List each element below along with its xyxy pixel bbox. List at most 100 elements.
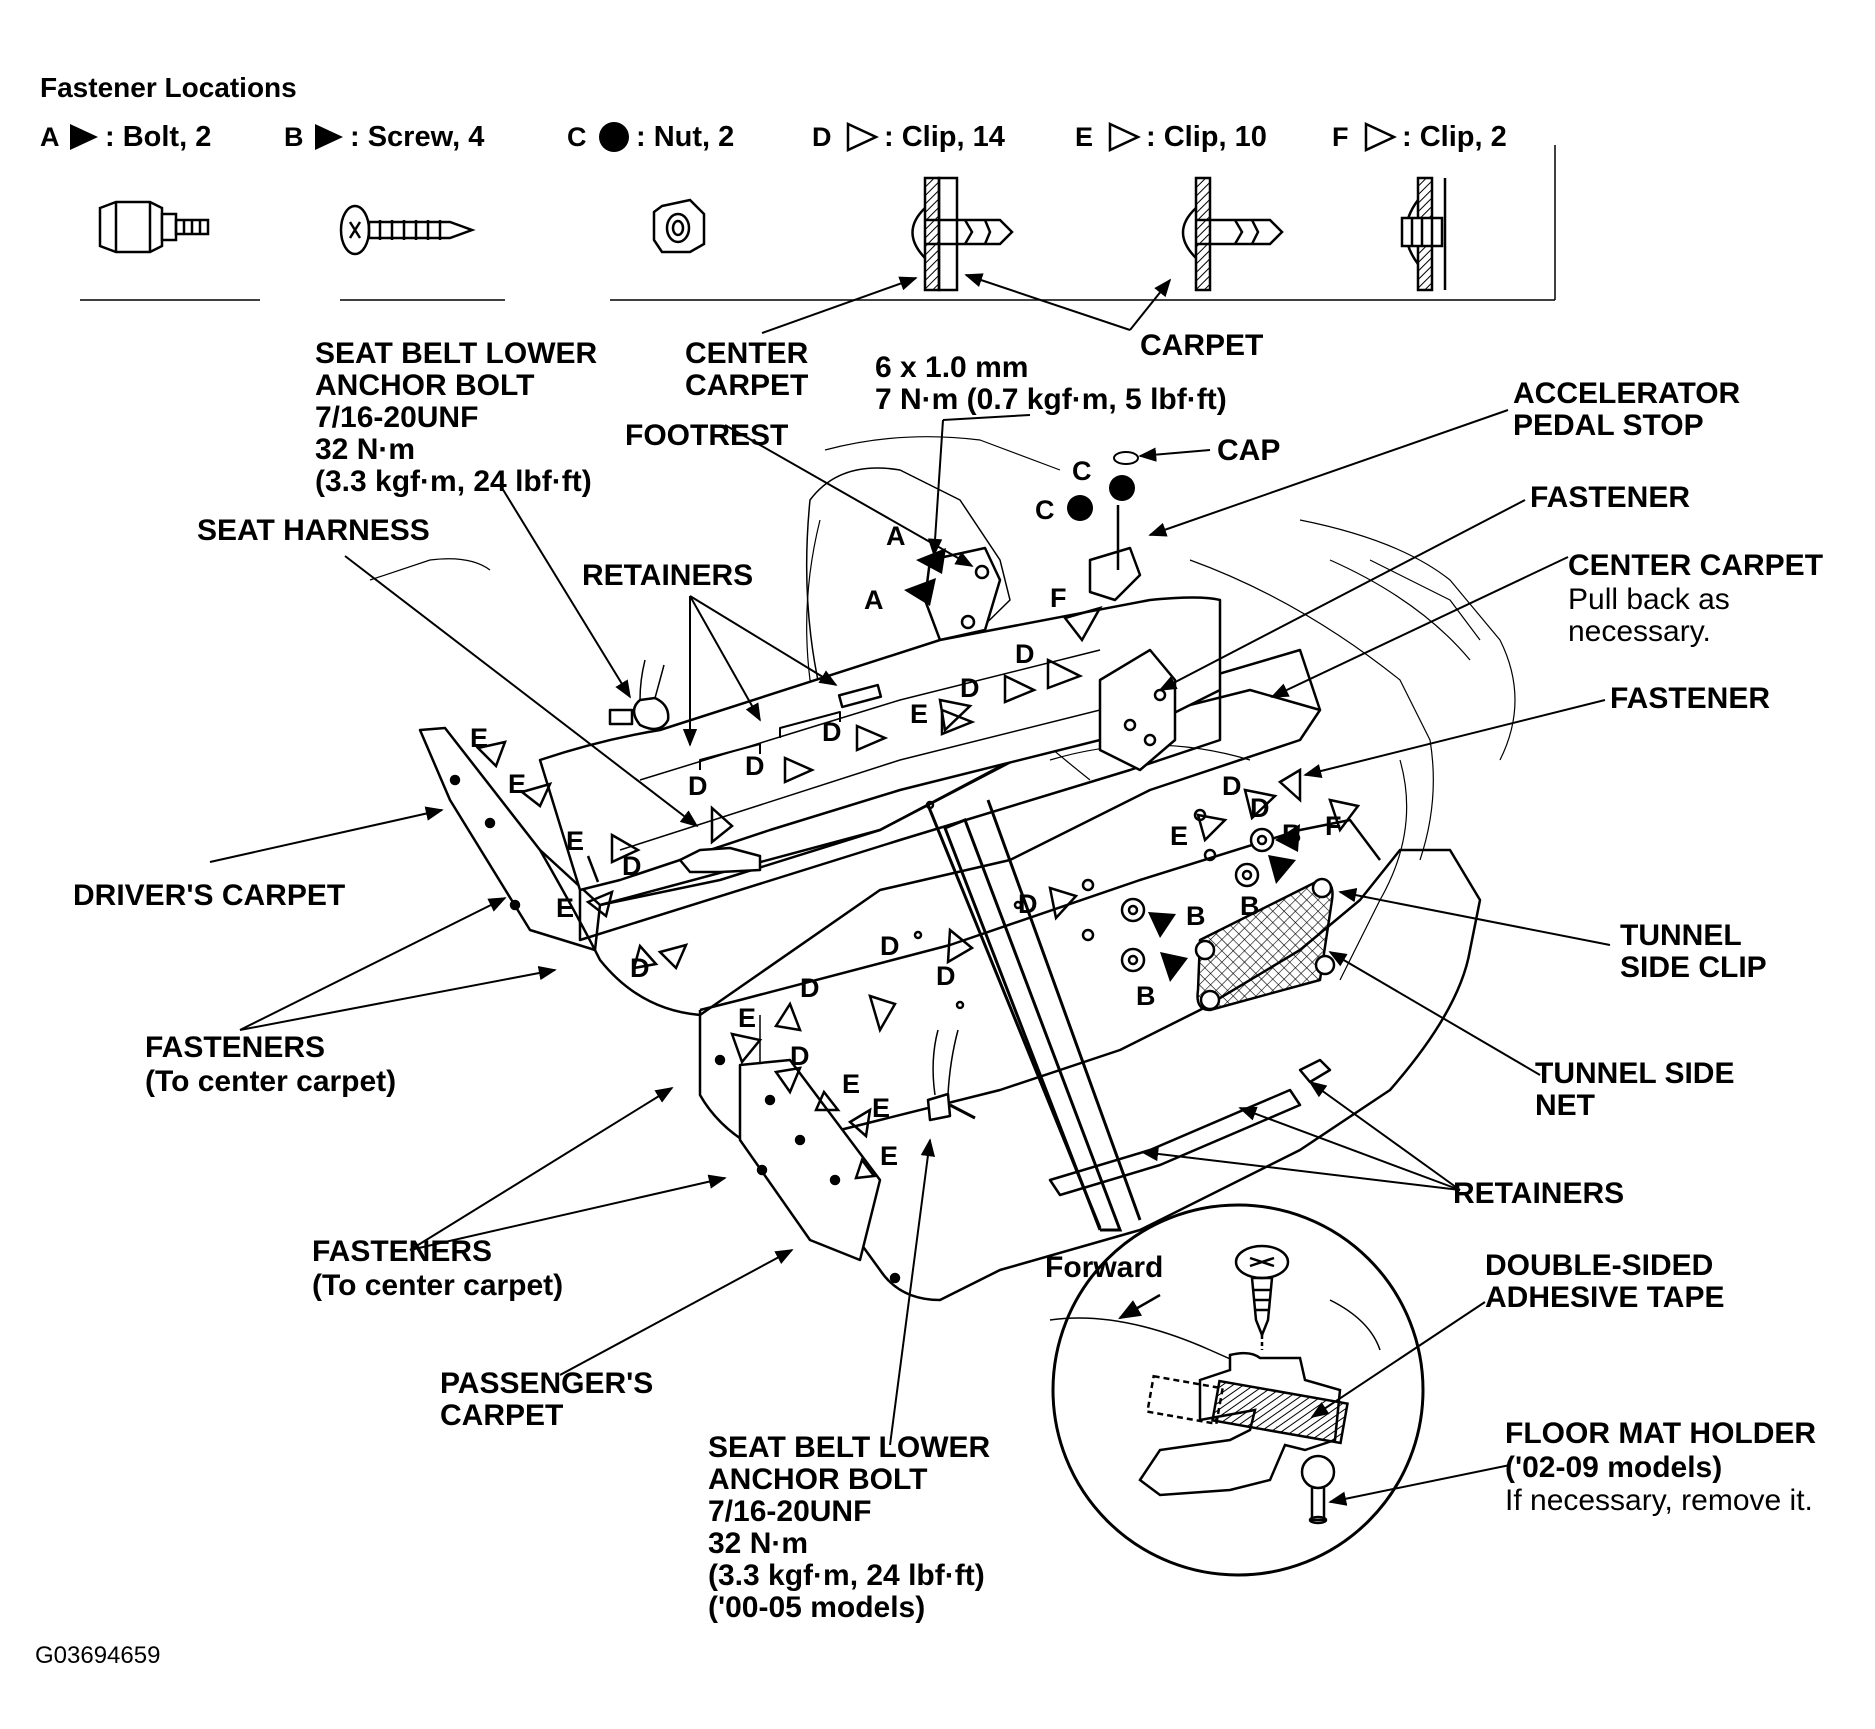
filled-circle-icon [599, 122, 629, 152]
accelerator-pedal-stop-label: ACCELERATOR PEDAL STOP [1513, 377, 1741, 442]
clip-f-icon [1400, 176, 1447, 292]
floor-mat-holder-detail [926, 799, 1425, 1577]
mark-e-5: E [910, 699, 929, 729]
mark-b-4: B [1240, 891, 1260, 921]
legend-text-c: : Nut, 2 [636, 121, 735, 153]
mark-d-13: D [936, 961, 956, 991]
center-carpet-title: CENTER CARPET [1568, 549, 1824, 582]
passengers-carpet-side [699, 818, 1381, 1012]
open-triangle-icon [1108, 122, 1141, 152]
open-triangle-icon [846, 122, 879, 152]
mark-e-3: E [566, 826, 585, 856]
mark-d-8: D [1018, 889, 1038, 919]
seat-harness-connector [678, 846, 762, 874]
mark-d-9: D [1222, 771, 1242, 801]
fastener-illustrations [80, 145, 1556, 301]
fastener-marks [475, 451, 1361, 1180]
detail-connector [943, 818, 1123, 1232]
fasteners-label-2: FASTENERS [312, 1235, 493, 1268]
legend-symbols [70, 122, 1397, 152]
mark-e-4: E [556, 893, 575, 923]
center-tunnel-top [538, 596, 1222, 892]
tunnel-side-clip-label: TUNNEL SIDE CLIP [1620, 919, 1767, 984]
retainers-bottom-label: RETAINERS [1453, 1177, 1625, 1210]
mark-d-4: D [745, 751, 765, 781]
legend-frame [80, 145, 1556, 301]
fastener-locations-title: Fastener Locations [40, 72, 297, 103]
carpet-assembly [369, 436, 1516, 1302]
legend-letter-c: C [567, 122, 587, 152]
mark-d-12: D [800, 973, 820, 1003]
leader-lines [209, 273, 1611, 1506]
filled-triangle-icon [70, 124, 98, 150]
mark-d-11: D [880, 931, 900, 961]
mark-b-1: B [1186, 901, 1206, 931]
adhesive-tape-label: DOUBLE-SIDED ADHESIVE TAPE [1485, 1249, 1725, 1314]
legend-text-e: : Clip, 10 [1146, 121, 1267, 153]
fasteners-label-1: FASTENERS [145, 1031, 326, 1064]
legend-text-a: : Bolt, 2 [105, 121, 212, 153]
mark-e-10: E [880, 1141, 899, 1171]
fasteners-note-2: (To center carpet) [312, 1269, 564, 1302]
passengers-carpet-wall [738, 1058, 882, 1262]
legend-text-d: : Clip, 14 [884, 121, 1005, 153]
mark-d-3: D [822, 717, 842, 747]
forward-arrow [1118, 1293, 1161, 1320]
footrest-label: FOOTREST [625, 419, 789, 452]
filled-triangle-icon [904, 578, 936, 606]
mark-b-2: B [1136, 981, 1156, 1011]
bolt-icon [98, 200, 210, 254]
fasteners-note-1: (To center carpet) [145, 1065, 397, 1098]
floor-mat-holder-note: If necessary, remove it. [1505, 1484, 1813, 1517]
mark-d-10: D [1250, 793, 1270, 823]
mark-d-14: D [790, 1041, 810, 1071]
carpet-clip-label: CARPET [1140, 329, 1264, 362]
mark-e-1: E [470, 723, 489, 753]
mark-e-2: E [508, 769, 527, 799]
mark-a-1: A [886, 521, 906, 551]
mark-d-6: D [622, 851, 642, 881]
holder-bracket [1138, 1351, 1342, 1497]
tunnel-side-net [1196, 878, 1334, 1012]
fastener-label-2: FASTENER [1610, 682, 1771, 715]
bolt-torque-spec: 6 x 1.0 mm 7 N·m (0.7 kgf·m, 5 lbf·ft) [875, 351, 1227, 416]
floor-mat-holder-models: ('02-09 models) [1505, 1451, 1723, 1484]
tunnel-side-net-label: TUNNEL SIDE NET [1535, 1057, 1735, 1122]
legend-letter-a: A [40, 122, 60, 152]
mark-d-1: D [1015, 639, 1035, 669]
mark-f-2: F [1325, 811, 1342, 841]
cap-label: CAP [1217, 434, 1281, 467]
mark-e-9: E [872, 1093, 891, 1123]
pedal-stop-outline [1088, 546, 1142, 602]
mark-d-5: D [688, 771, 708, 801]
drivers-carpet-floor [538, 688, 1322, 1017]
figure-code: G03694659 [35, 1642, 161, 1669]
clip-e-icon [1181, 176, 1284, 292]
clip-d-icon [911, 176, 1014, 292]
legend-letter-d: D [812, 122, 832, 152]
mark-e-7: E [738, 1003, 757, 1033]
forward-label: Forward [1045, 1251, 1164, 1284]
center-carpet-clip-label: CENTER CARPET [685, 337, 809, 402]
seat-belt-anchor-top-label: SEAT BELT LOWER ANCHOR BOLT 7/16-20UNF 3… [315, 337, 598, 498]
mark-d-2: D [960, 673, 980, 703]
seat-belt-anchor-bottom-label: SEAT BELT LOWER ANCHOR BOLT 7/16-20UNF 3… [708, 1431, 991, 1624]
seat-belt-anchor-bottom [926, 1092, 952, 1122]
mark-c-2: C [1035, 495, 1055, 525]
legend-letter-f: F [1332, 122, 1349, 152]
legend-letter-e: E [1075, 122, 1094, 152]
mark-c-1: C [1072, 456, 1092, 486]
detail-circle [1051, 1203, 1425, 1577]
open-triangle-icon [1364, 122, 1397, 152]
mark-f-1: F [1050, 583, 1067, 613]
mark-a-2: A [864, 585, 884, 615]
retainers-top-label: RETAINERS [582, 559, 754, 592]
legend-letter-b: B [284, 122, 304, 152]
center-carpet-note: Pull back as necessary. [1568, 583, 1730, 648]
legend-text-f: : Clip, 2 [1402, 121, 1507, 153]
nut-icon [652, 198, 706, 254]
floor-mat-holder-label: FLOOR MAT HOLDER [1505, 1417, 1817, 1450]
drivers-carpet-label: DRIVER'S CARPET [73, 879, 346, 912]
mark-b-3: B [1282, 819, 1302, 849]
